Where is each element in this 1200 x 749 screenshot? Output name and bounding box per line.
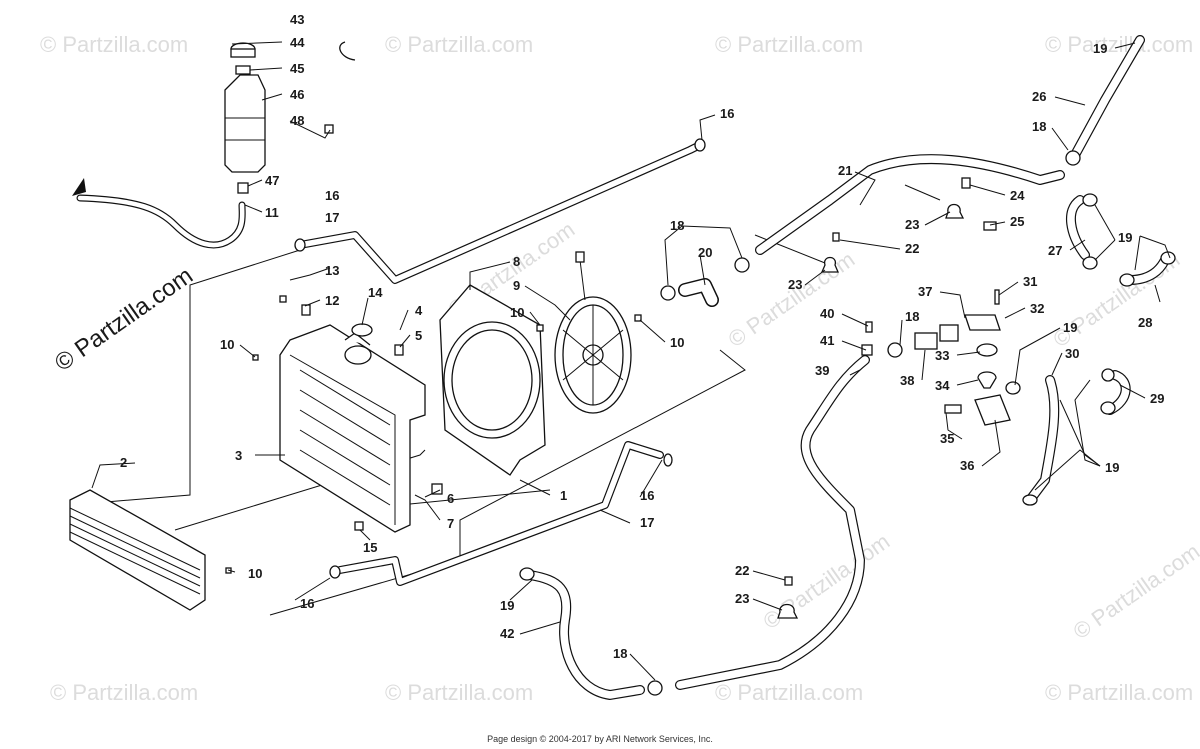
callout-36: 36 [960, 458, 974, 473]
callout-8: 8 [513, 254, 520, 269]
watermark: © Partzilla.com [385, 680, 533, 705]
callout-10: 10 [510, 305, 524, 320]
clamps [225, 138, 1176, 696]
coolant-reservoir [224, 41, 356, 194]
callout-35: 35 [940, 431, 954, 446]
callout-34: 34 [935, 378, 950, 393]
watermark-brand: © Partzilla.com [50, 262, 198, 377]
callout-7: 7 [447, 516, 454, 531]
callout-22: 22 [905, 241, 919, 256]
callout-43: 43 [290, 12, 304, 27]
watermark: © Partzilla.com [50, 680, 198, 705]
callout-25: 25 [1010, 214, 1024, 229]
hoses [76, 35, 1170, 700]
callout-13: 13 [325, 263, 339, 278]
callout-22: 22 [735, 563, 749, 578]
callout-27: 27 [1048, 243, 1062, 258]
callout-44: 44 [290, 35, 305, 50]
page-footer: Page design © 2004-2017 by ARI Network S… [487, 734, 713, 744]
assembly-guide-lines [69, 184, 941, 616]
leader-lines [91, 41, 1171, 681]
callout-31: 31 [1023, 274, 1037, 289]
watermark: © Partzilla.com [385, 32, 533, 57]
callout-18: 18 [613, 646, 627, 661]
callout-19: 19 [1105, 460, 1119, 475]
callout-1: 1 [560, 488, 567, 503]
callout-18: 18 [905, 309, 919, 324]
callout-14: 14 [368, 285, 383, 300]
callout-40: 40 [820, 306, 834, 321]
callout-10: 10 [220, 337, 234, 352]
callout-19: 19 [1063, 320, 1077, 335]
fan-shroud [439, 284, 546, 476]
callout-4: 4 [415, 303, 423, 318]
callout-16: 16 [720, 106, 734, 121]
callout-19: 19 [500, 598, 514, 613]
callout-26: 26 [1032, 89, 1046, 104]
callout-39: 39 [815, 363, 829, 378]
callout-38: 38 [900, 373, 914, 388]
callout-12: 12 [325, 293, 339, 308]
callout-16: 16 [325, 188, 339, 203]
callout-15: 15 [363, 540, 377, 555]
callout-18: 18 [670, 218, 684, 233]
callout-29: 29 [1150, 391, 1164, 406]
callout-33: 33 [935, 348, 949, 363]
callout-20: 20 [698, 245, 712, 260]
callout-19: 19 [1093, 41, 1107, 56]
flow-arrow-icon [72, 178, 86, 196]
watermark: © Partzilla.com [715, 680, 863, 705]
oil-cooler [69, 489, 206, 611]
callout-23: 23 [735, 591, 749, 606]
callout-28: 28 [1138, 315, 1152, 330]
callout-17: 17 [640, 515, 654, 530]
callout-47: 47 [265, 173, 279, 188]
callout-37: 37 [918, 284, 932, 299]
callout-10: 10 [248, 566, 262, 581]
callout-30: 30 [1065, 346, 1079, 361]
callout-labels: 43 44 45 46 48 47 11 16 17 13 12 14 4 5 … [120, 12, 1164, 661]
callout-2: 2 [120, 455, 127, 470]
callout-19: 19 [1118, 230, 1132, 245]
cooling-fan [554, 251, 632, 414]
radiator [279, 323, 443, 533]
thermostat-housing [914, 314, 1011, 426]
callout-5: 5 [415, 328, 422, 343]
callout-16: 16 [300, 596, 314, 611]
watermark: © Partzilla.com [40, 32, 188, 57]
callout-23: 23 [788, 277, 802, 292]
callout-24: 24 [1010, 188, 1025, 203]
callout-41: 41 [820, 333, 834, 348]
callout-17: 17 [325, 210, 339, 225]
callout-11: 11 [265, 205, 279, 220]
callout-23: 23 [905, 217, 919, 232]
watermark: © Partzilla.com [1045, 680, 1193, 705]
callout-45: 45 [290, 61, 304, 76]
callout-10: 10 [670, 335, 684, 350]
callout-9: 9 [513, 278, 520, 293]
callout-32: 32 [1030, 301, 1044, 316]
callout-42: 42 [500, 626, 514, 641]
callout-3: 3 [235, 448, 242, 463]
watermark: © Partzilla.com [715, 32, 863, 57]
callout-48: 48 [290, 113, 304, 128]
callout-6: 6 [447, 491, 454, 506]
watermark: © Partzilla.com [1045, 32, 1193, 57]
callout-18: 18 [1032, 119, 1046, 134]
callout-46: 46 [290, 87, 304, 102]
watermark: © Partzilla.com [1069, 539, 1200, 645]
callout-21: 21 [838, 163, 852, 178]
callout-16: 16 [640, 488, 654, 503]
